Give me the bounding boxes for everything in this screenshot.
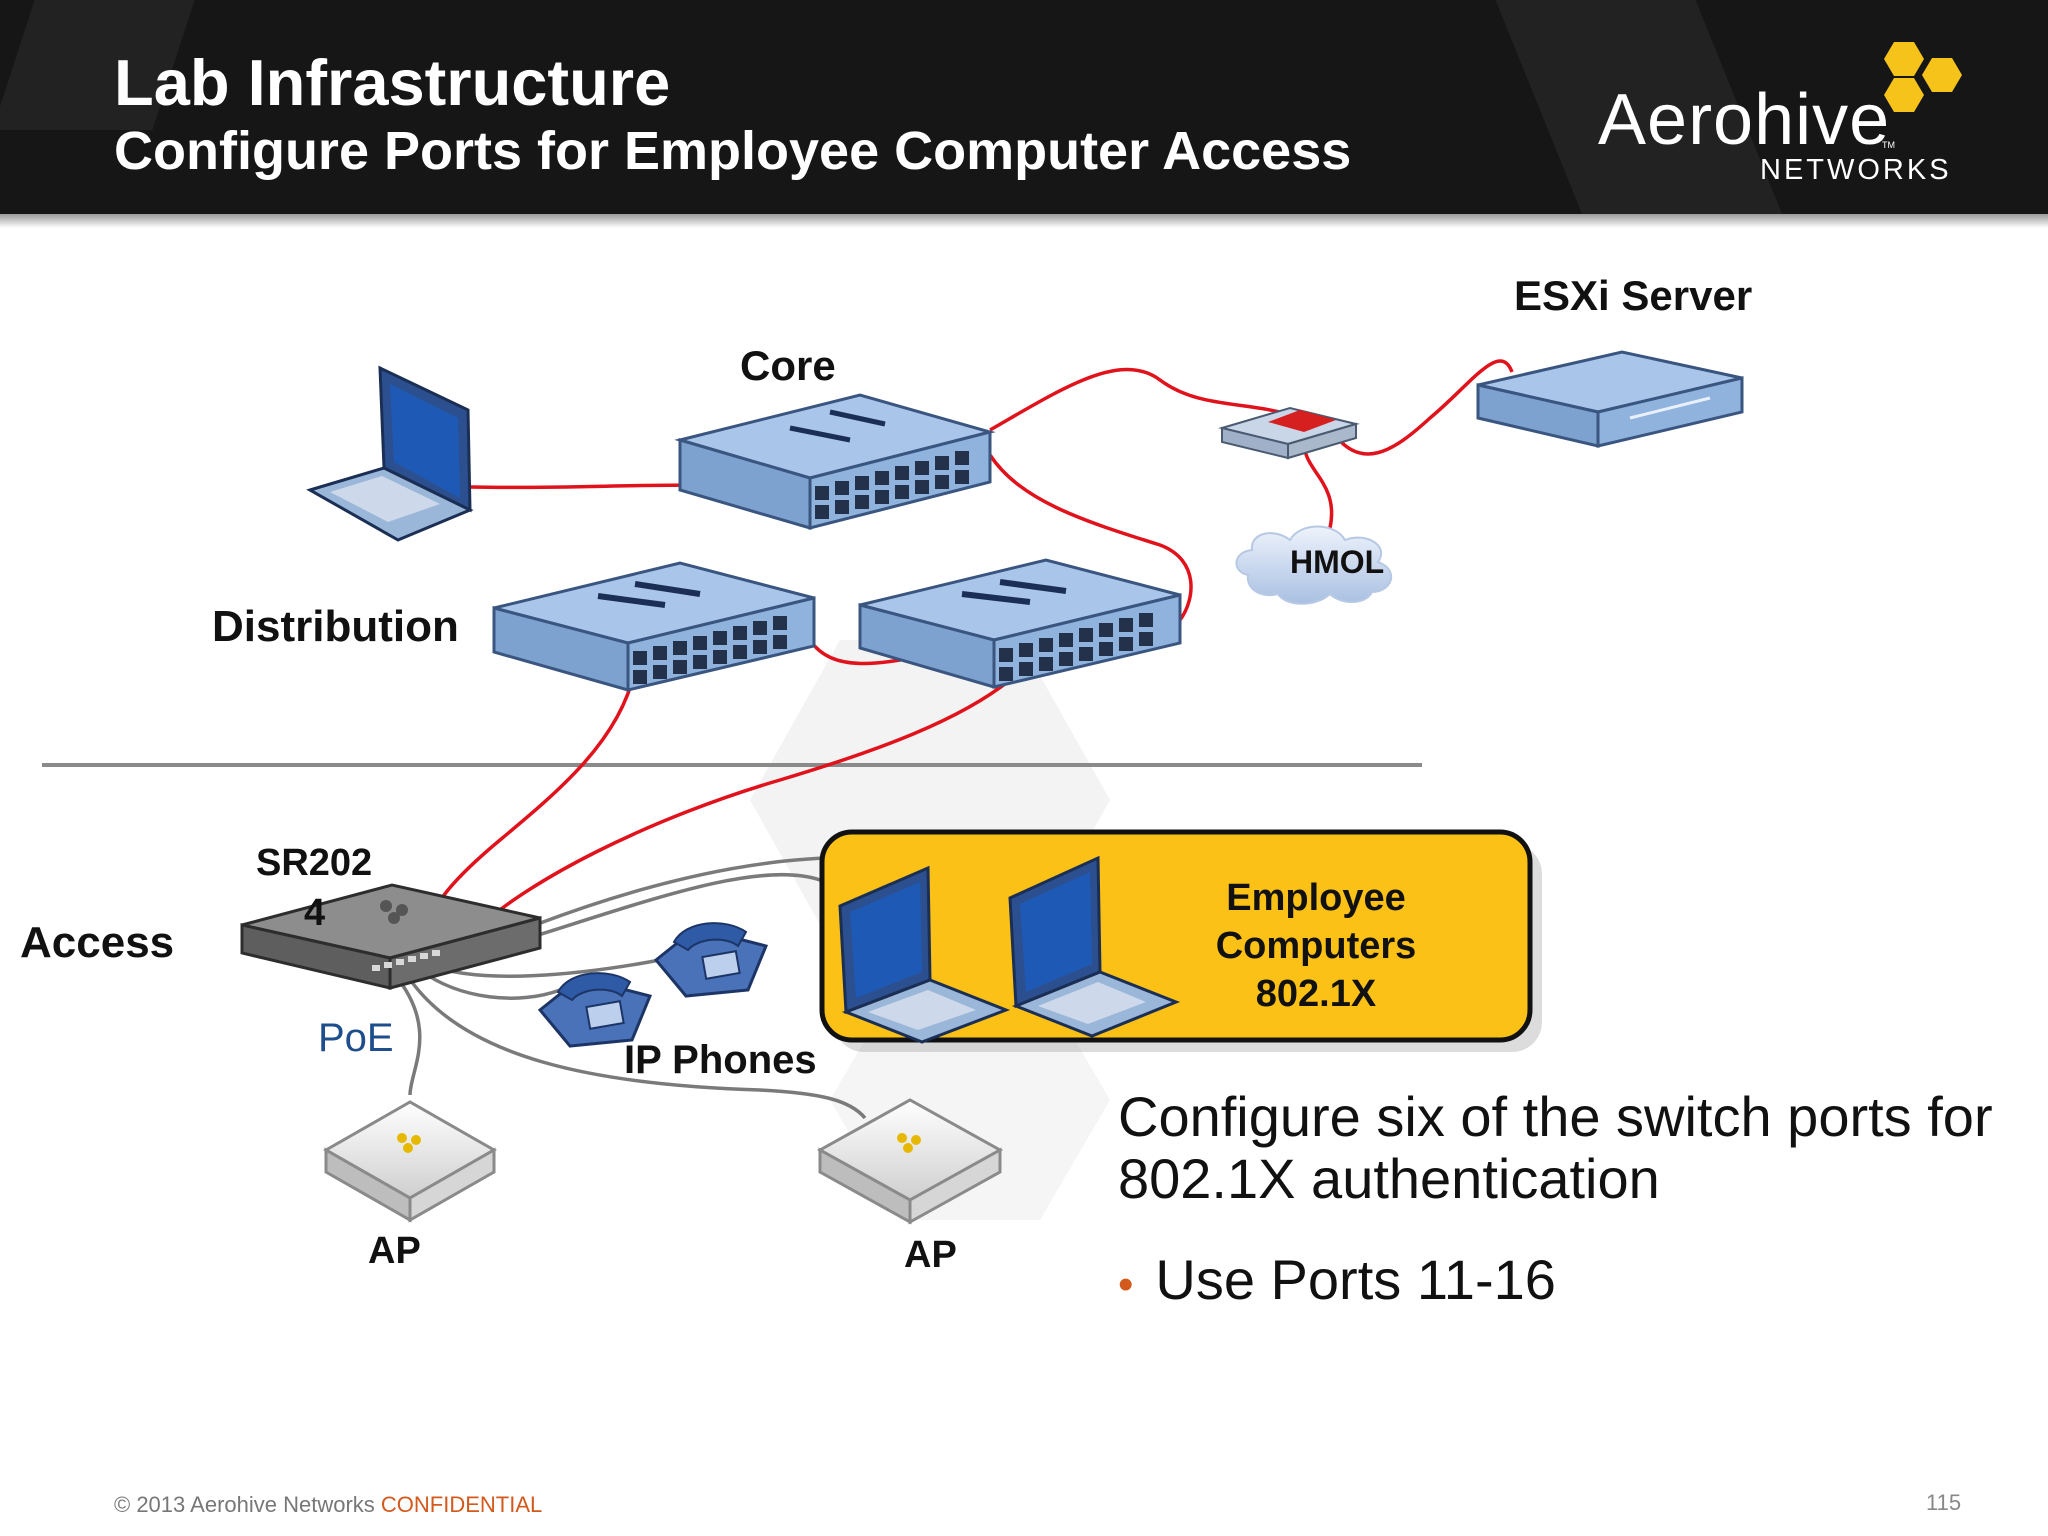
laptop-icon bbox=[306, 365, 474, 542]
logo-wordmark: Aerohive bbox=[1598, 80, 1891, 160]
slide-title: Lab Infrastructure bbox=[114, 46, 671, 119]
bullet-item: • Use Ports 11-16 bbox=[1118, 1248, 1556, 1317]
body-main-text: Configure six of the switch ports for 80… bbox=[1118, 1085, 1993, 1210]
label-esxi-server: ESXi Server bbox=[1514, 272, 1753, 319]
logo-networks: NETWORKS bbox=[1760, 154, 1952, 186]
employee-box-line2: Computers bbox=[1215, 925, 1417, 967]
employee-box-line1: Employee bbox=[1226, 877, 1406, 919]
link-firewall-esxi bbox=[1328, 359, 1514, 456]
logo-hexagon-icon bbox=[1884, 42, 1962, 112]
footer-copyright: © 2013 Aerohive Networks CONFIDENTIAL bbox=[114, 1492, 542, 1518]
ip-phone-2-icon bbox=[653, 922, 769, 998]
label-access: Access bbox=[20, 918, 175, 967]
link-sr-phone1 bbox=[418, 968, 561, 1000]
employee-laptop-1-icon bbox=[838, 865, 1011, 1044]
employee-box-label: Employee Computers 802.1X bbox=[1176, 874, 1456, 1018]
label-poe: PoE bbox=[318, 1016, 394, 1060]
header-bar: Lab Infrastructure Configure Ports for E… bbox=[0, 0, 2048, 214]
link-sr-ap-right bbox=[403, 971, 867, 1120]
label-core: Core bbox=[740, 342, 836, 389]
ip-phone-1-icon bbox=[537, 972, 653, 1048]
header-shadow bbox=[0, 214, 2048, 228]
label-sr2024-line1: SR202 bbox=[256, 842, 373, 884]
bullet-text: Use Ports 11-16 bbox=[1155, 1248, 1556, 1311]
logo-tm: TM bbox=[1882, 140, 1895, 150]
link-core-firewall bbox=[989, 367, 1301, 432]
link-firewall-hmol bbox=[1302, 439, 1334, 529]
link-core-dist2 bbox=[988, 454, 1193, 622]
label-distribution: Distribution bbox=[212, 602, 459, 651]
footer-confidential: CONFIDENTIAL bbox=[380, 1492, 543, 1517]
sr2024-switch-icon bbox=[240, 883, 542, 990]
employee-box-line3: 802.1X bbox=[1255, 973, 1377, 1015]
label-ap-left: AP bbox=[368, 1230, 421, 1272]
slide-subtitle: Configure Ports for Employee Computer Ac… bbox=[114, 121, 1352, 181]
label-ap-right: AP bbox=[904, 1234, 957, 1276]
distribution-switch-1-icon bbox=[492, 561, 816, 692]
core-switch-icon bbox=[674, 393, 996, 531]
ap-right-icon bbox=[816, 1098, 1004, 1225]
label-sr2024-line2: 4 bbox=[304, 892, 326, 934]
esxi-server-icon bbox=[1476, 350, 1744, 448]
link-dist2-sr bbox=[458, 678, 1012, 947]
employee-laptop-2-icon bbox=[1008, 855, 1181, 1038]
page-number: 115 bbox=[1926, 1490, 1962, 1515]
hmol-cloud-icon bbox=[1235, 525, 1393, 605]
label-ip-phones: IP Phones bbox=[624, 1038, 817, 1082]
distribution-switch-2-icon bbox=[858, 558, 1182, 689]
ap-left-icon bbox=[322, 1100, 498, 1223]
footer-copyright-text: © 2013 Aerohive Networks bbox=[114, 1492, 375, 1517]
link-sr-ap-left bbox=[393, 973, 422, 1096]
firewall-icon bbox=[1218, 406, 1360, 460]
label-hmol: HMOL bbox=[1290, 544, 1385, 580]
bullet-dot-icon: • bbox=[1118, 1260, 1134, 1309]
